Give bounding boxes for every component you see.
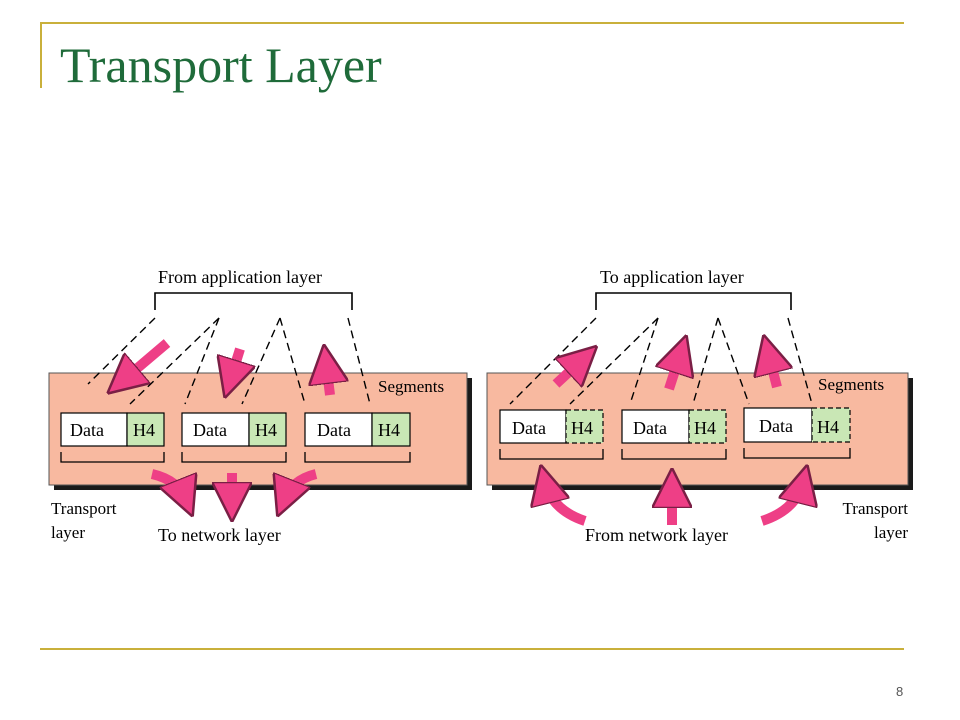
receiver-up-arrow xyxy=(768,352,777,389)
slide-title: Transport Layer xyxy=(60,37,382,93)
receiver-segment-header-box xyxy=(565,409,604,444)
sender-segment: Data H4 xyxy=(304,412,411,463)
receiver-bottom-label: From network layer xyxy=(585,525,728,545)
sender-down-arrow xyxy=(121,339,171,382)
receiver-diagram: To application layer Segments Data H4 Da… xyxy=(486,267,913,545)
sender-segment-data-label: Data xyxy=(193,420,227,440)
receiver-segment-data-label: Data xyxy=(759,416,793,436)
receiver-transport-label-line2: layer xyxy=(874,523,908,542)
receiver-segment-header-label: H4 xyxy=(694,418,716,438)
sender-segment-bracket xyxy=(181,452,287,463)
receiver-top-label: To application layer xyxy=(600,267,744,287)
receiver-segment-data-label: Data xyxy=(512,418,546,438)
sender-segment: Data H4 xyxy=(181,412,287,463)
receiver-top-bracket xyxy=(595,292,792,310)
frame-left-rule xyxy=(40,22,42,88)
sender-top-bracket xyxy=(154,292,353,310)
receiver-segment: Data H4 xyxy=(743,407,851,459)
sender-up-arrow xyxy=(326,362,330,396)
sender-segment-data-label: Data xyxy=(317,420,351,440)
sender-segment: Data H4 xyxy=(60,412,165,463)
receiver-segment-bracket xyxy=(499,449,604,460)
sender-segment-data-label: Data xyxy=(70,420,104,440)
receiver-network-arrow xyxy=(545,482,587,526)
sender-segment-data-box xyxy=(181,412,250,447)
sender-segment-header-label: H4 xyxy=(255,420,277,440)
sender-segment-header-box xyxy=(248,412,287,447)
receiver-segment-header-box xyxy=(688,409,727,444)
sender-network-arrow xyxy=(150,469,186,500)
receiver-transport-label-line1: Transport xyxy=(843,499,909,518)
receiver-segment-data-box xyxy=(499,409,567,444)
sender-segment-header-box xyxy=(126,412,165,447)
page-number: 8 xyxy=(896,684,904,699)
sender-segments-label: Segments xyxy=(378,377,444,396)
sender-top-label: From application layer xyxy=(158,267,322,287)
sender-bottom-label: To network layer xyxy=(158,525,281,545)
sender-segment-bracket xyxy=(304,452,411,463)
receiver-segment-bracket xyxy=(621,449,727,460)
sender-down-arrow xyxy=(230,347,240,381)
receiver-segment-header-label: H4 xyxy=(817,417,839,437)
sender-segment-data-box xyxy=(304,412,373,447)
receiver-segment: Data H4 xyxy=(499,409,604,460)
receiver-segment-header-label: H4 xyxy=(571,418,593,438)
sender-segment-header-label: H4 xyxy=(133,420,155,440)
receiver-network-arrow xyxy=(760,482,803,526)
receiver-segment-bracket xyxy=(743,448,851,459)
receiver-segment-header-box xyxy=(811,407,851,443)
sender-segment-header-label: H4 xyxy=(378,420,400,440)
sender-segment-header-box xyxy=(371,412,411,447)
receiver-segment-data-label: Data xyxy=(633,418,667,438)
sender-segment-bracket xyxy=(60,452,165,463)
sender-transport-label-line2: layer xyxy=(51,523,85,542)
frame-bottom-rule xyxy=(40,648,904,650)
sender-transport-label-line1: Transport xyxy=(51,499,117,518)
sender-network-arrow xyxy=(284,469,318,500)
receiver-segments-label: Segments xyxy=(818,375,884,394)
receiver-up-arrow xyxy=(552,358,584,388)
receiver-segment-data-box xyxy=(621,409,690,444)
receiver-up-arrow xyxy=(669,352,681,391)
sender-diagram: From application layer Segments Data H4 … xyxy=(48,267,472,545)
frame-top-rule xyxy=(40,22,904,24)
receiver-segment: Data H4 xyxy=(621,409,727,460)
